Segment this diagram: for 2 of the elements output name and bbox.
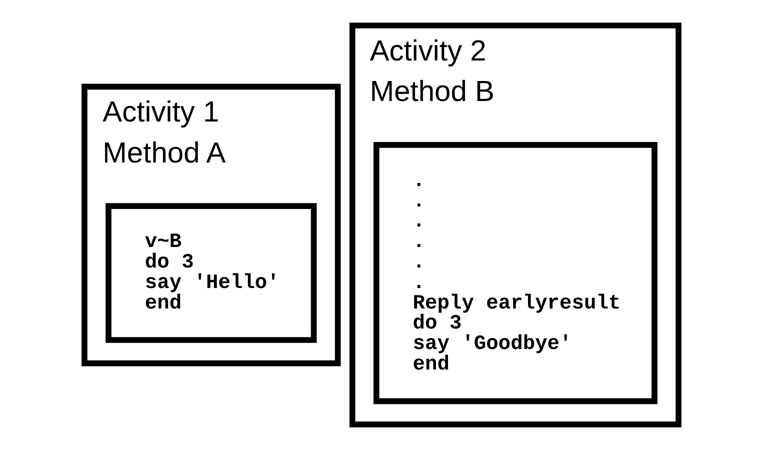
node-box: . . . . . . Reply earlyresult do 3 say 'Goodbye' end xyxy=(373,142,657,404)
node-box: v~B do 3 say 'Hello' end xyxy=(105,203,316,343)
